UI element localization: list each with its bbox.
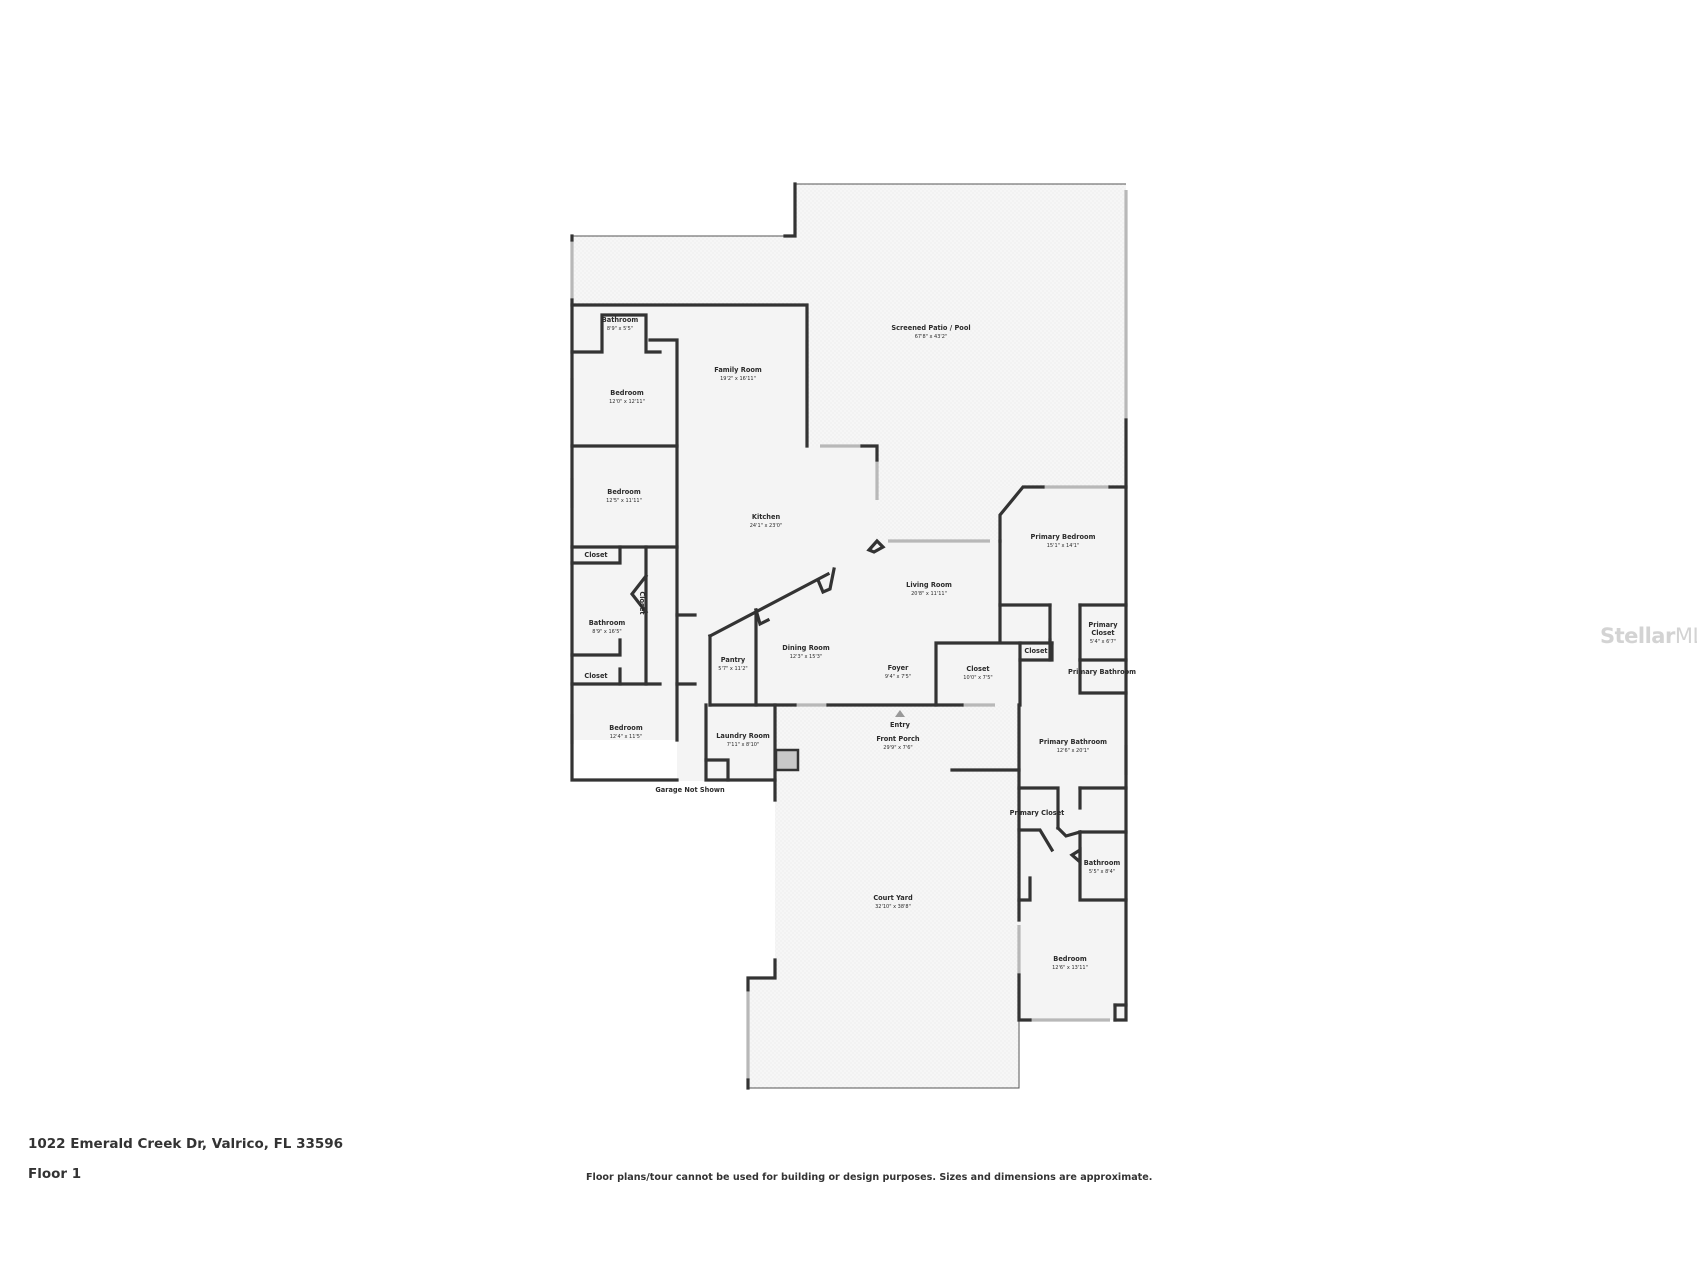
disclaimer: Floor plans/tour cannot be used for buil… bbox=[586, 1172, 1153, 1183]
room-dims: 5'7" x 11'2" bbox=[718, 666, 747, 672]
room-name: Pantry bbox=[721, 656, 746, 664]
room-name: Living Room bbox=[906, 581, 952, 589]
property-address: 1022 Emerald Creek Dr, Valrico, FL 33596 bbox=[28, 1136, 344, 1152]
room-label-laundry: Laundry Room 7'11" x 8'10" bbox=[716, 732, 770, 748]
room-name: Bedroom bbox=[607, 488, 641, 496]
room-name: Entry bbox=[890, 721, 911, 729]
room-name: Court Yard bbox=[873, 894, 913, 902]
room-label-primary-bathroom-small: Primary Bathroom bbox=[1068, 668, 1136, 676]
room-label-living: Living Room 20'8" x 11'11" bbox=[906, 581, 952, 597]
room-dims: 9'4" x 7'5" bbox=[885, 674, 911, 680]
room-name: Bedroom bbox=[1053, 955, 1087, 963]
room-label-kitchen: Kitchen 24'1" x 23'0" bbox=[750, 513, 783, 529]
room-dims: 12'6" x 13'11" bbox=[1052, 965, 1088, 971]
room-dims: 8'9" x 16'5" bbox=[592, 629, 621, 635]
room-label-primary-bathroom: Primary Bathroom 12'6" x 20'1" bbox=[1039, 738, 1107, 754]
room-name: Primary bbox=[1088, 621, 1118, 629]
watermark-logo: StellarMLS bbox=[1600, 624, 1697, 648]
room-dims: 20'8" x 11'11" bbox=[911, 591, 947, 597]
floor-label: Floor 1 bbox=[28, 1166, 82, 1182]
room-name: Closet bbox=[584, 672, 607, 680]
patio-floor bbox=[572, 184, 1126, 548]
room-name: Primary Closet bbox=[1010, 809, 1065, 817]
outdoor-areas bbox=[572, 184, 1126, 1088]
room-dims: 12'6" x 20'1" bbox=[1057, 748, 1090, 754]
room-name: Kitchen bbox=[752, 513, 781, 521]
room-dims: 12'5" x 11'11" bbox=[606, 498, 642, 504]
room-name: Foyer bbox=[888, 664, 910, 672]
room-name: Closet bbox=[638, 591, 646, 614]
room-name: Dining Room bbox=[782, 644, 830, 652]
interior-floor bbox=[572, 305, 1126, 1020]
room-label-courtyard: Court Yard 32'10" x 38'8" bbox=[873, 894, 913, 910]
courtyard-floor bbox=[748, 705, 1019, 1088]
room-label-bath-nw: Bathroom 8'9" x 5'5" bbox=[602, 316, 639, 332]
room-label-closet-1: Closet bbox=[584, 551, 607, 559]
room-dims: 10'0" x 7'5" bbox=[963, 675, 992, 681]
room-dims: 15'1" x 14'1" bbox=[1047, 543, 1080, 549]
entry-arrow-icon bbox=[895, 710, 905, 717]
room-label-bath-w: Bathroom 8'9" x 16'5" bbox=[589, 619, 626, 635]
room-name: Closet bbox=[584, 551, 607, 559]
entry-marker: Entry bbox=[890, 710, 911, 729]
watermark-bold: Stellar bbox=[1600, 624, 1675, 648]
room-dims: 19'2" x 16'11" bbox=[720, 376, 756, 382]
room-name: Primary Bathroom bbox=[1068, 668, 1136, 676]
room-name: Front Porch bbox=[876, 735, 920, 743]
watermark-light: MLS bbox=[1674, 624, 1697, 648]
room-label-closet-3: Closet 10'0" x 7'5" bbox=[963, 665, 992, 681]
room-dims: 8'9" x 5'5" bbox=[607, 326, 633, 332]
room-name: Primary Bathroom bbox=[1039, 738, 1107, 746]
room-dims: 5'4" x 6'7" bbox=[1090, 639, 1116, 645]
room-dims: 29'9" x 7'6" bbox=[883, 745, 912, 751]
room-dims: 32'10" x 38'8" bbox=[875, 904, 911, 910]
room-label-primary-bedroom: Primary Bedroom 15'1" x 14'1" bbox=[1031, 533, 1096, 549]
room-label-primary-closet-2: Primary Closet bbox=[1010, 809, 1065, 817]
room-name: Bedroom bbox=[609, 724, 643, 732]
room-name-line-2: Closet bbox=[1091, 629, 1114, 637]
garage-note: Garage Not Shown bbox=[655, 786, 725, 794]
room-name: Bathroom bbox=[602, 316, 639, 324]
room-label-closet-4: Closet bbox=[584, 672, 607, 680]
room-label-bath-e: Bathroom 5'5" x 8'4" bbox=[1084, 859, 1121, 875]
room-dims: 24'1" x 23'0" bbox=[750, 523, 783, 529]
room-label-porch: Front Porch 29'9" x 7'6" bbox=[876, 735, 920, 751]
walls bbox=[570, 182, 1128, 1090]
room-dims: 12'3" x 15'3" bbox=[790, 654, 823, 660]
room-name: Screened Patio / Pool bbox=[891, 324, 970, 332]
room-label-bedroom-1: Bedroom 12'0" x 12'11" bbox=[609, 389, 645, 405]
room-labels: Screened Patio / Pool 67'8" x 43'2" Bath… bbox=[584, 316, 1136, 971]
room-label-family: Family Room 19'2" x 16'11" bbox=[714, 366, 762, 382]
room-name: Closet bbox=[966, 665, 989, 673]
room-dims: 67'8" x 43'2" bbox=[915, 334, 948, 340]
room-name: Bedroom bbox=[610, 389, 644, 397]
room-dims: 7'11" x 8'10" bbox=[727, 742, 760, 748]
room-label-pantry: Pantry 5'7" x 11'2" bbox=[718, 656, 747, 672]
room-name: Bathroom bbox=[1084, 859, 1121, 867]
room-label-bedroom-4: Bedroom 12'6" x 13'11" bbox=[1052, 955, 1088, 971]
room-label-patio: Screened Patio / Pool 67'8" x 43'2" bbox=[891, 324, 970, 340]
room-label-bedroom-2: Bedroom 12'5" x 11'11" bbox=[606, 488, 642, 504]
room-dims: 12'4" x 11'5" bbox=[610, 734, 643, 740]
room-dims: 5'5" x 8'4" bbox=[1089, 869, 1115, 875]
room-name: Laundry Room bbox=[716, 732, 770, 740]
room-label-closet-2: Closet bbox=[1024, 647, 1047, 655]
room-dims: 12'0" x 12'11" bbox=[609, 399, 645, 405]
room-name: Closet bbox=[1024, 647, 1047, 655]
room-label-bedroom-3: Bedroom 12'4" x 11'5" bbox=[609, 724, 643, 740]
room-label-closet-vertical: Closet bbox=[638, 591, 646, 614]
room-label-primary-closet-1: Primary Closet 5'4" x 6'7" bbox=[1088, 621, 1118, 645]
room-label-foyer: Foyer 9'4" x 7'5" bbox=[885, 664, 911, 680]
room-name: Primary Bedroom bbox=[1031, 533, 1096, 541]
room-label-dining: Dining Room 12'3" x 15'3" bbox=[782, 644, 830, 660]
room-name: Bathroom bbox=[589, 619, 626, 627]
room-name: Family Room bbox=[714, 366, 762, 374]
